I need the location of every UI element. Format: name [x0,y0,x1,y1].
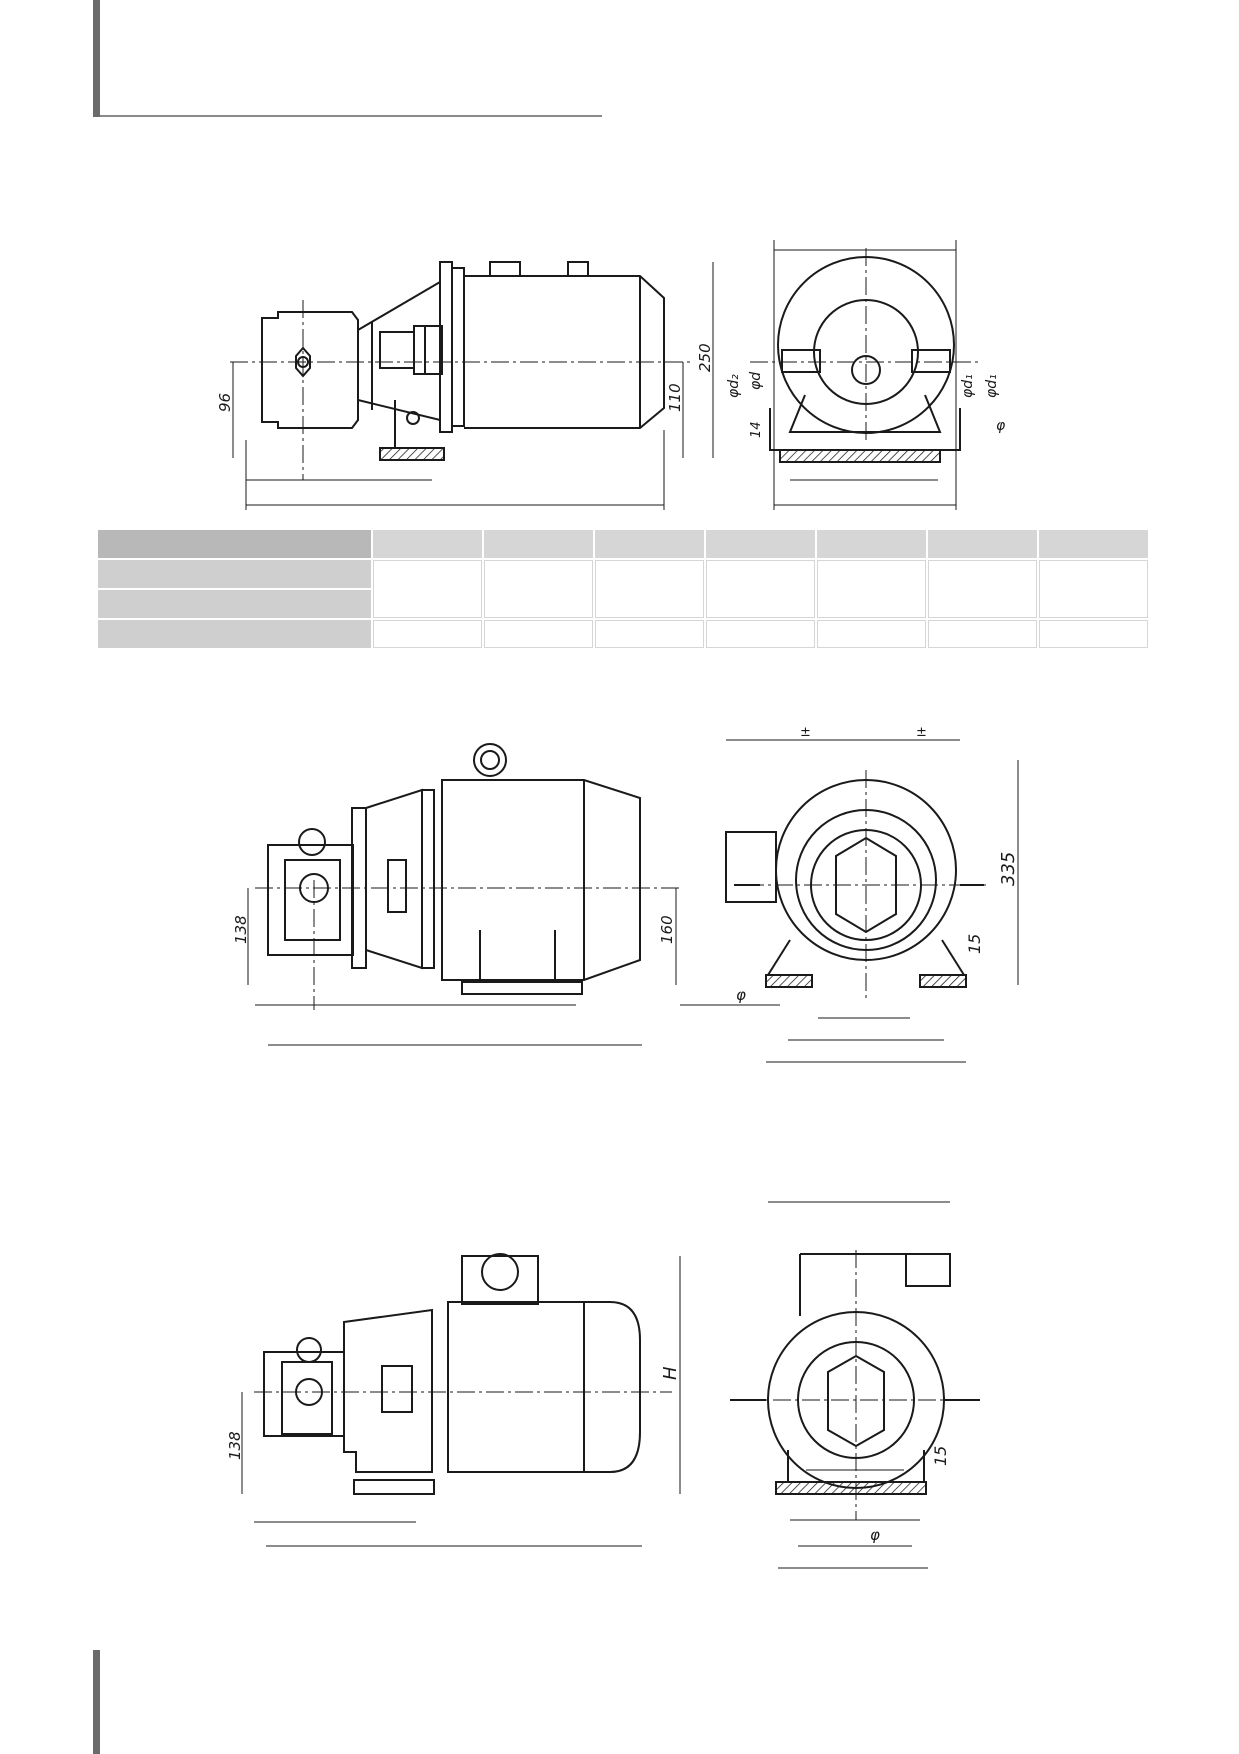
table-cell [706,560,815,618]
dim-15-a: 15 [965,934,984,954]
row-label [98,590,371,618]
pump-unit-1-side-view [230,261,714,510]
dim-plus-minus-right: ± [916,725,927,740]
table-header-cell [706,530,815,558]
dim-phi-front: φ [996,418,1006,434]
pump-unit-3-front-view [730,1201,980,1569]
table-header-cell [1039,530,1148,558]
table-cell [817,560,926,618]
dim-plus-minus-left: ± [800,725,811,740]
table-cell [1039,620,1148,648]
table-cell [928,620,1037,648]
dim-250: 250 [696,343,714,372]
dim-phi-a: φ [736,986,746,1004]
table-header-cell [373,530,482,558]
pump-unit-3-front-labels: 15 φ [870,1446,950,1544]
dim-96: 96 [216,393,234,412]
page-accent-bar-bottom [93,1650,100,1754]
pump-unit-2-front-labels: ± ± 335 15 φ [736,725,1019,1004]
dim-335: 335 [998,852,1019,886]
dim-14: 14 [749,421,764,438]
pump-unit-1-front-view [750,240,982,510]
dim-15-b: 15 [931,1446,950,1466]
table-cell [817,620,926,648]
table-row [98,560,1148,618]
row-label [98,560,371,588]
dim-phi-d1-a: φd₁ [960,374,976,398]
dim-H: H [660,1366,681,1380]
table-header-cell [484,530,593,558]
dim-phi-b: φ [870,1526,880,1544]
table-cell [484,560,593,618]
page-accent-bar-top [93,0,100,117]
table-cell [484,620,593,648]
table-cell [595,620,704,648]
table-cell [706,620,815,648]
row-label [98,620,371,648]
dim-phi-d2: φd₂ [726,374,742,398]
dim-phi-d1-b: φd₁ [984,374,1000,398]
pump-unit-2-dimension-labels: 138 160 [232,915,676,944]
pump-unit-2-side-view [247,743,680,1046]
table-cell [373,560,482,618]
table-cell [373,620,482,648]
pump-unit-3-dimension-labels: 138 H [226,1366,681,1460]
pump-unit-3-side-view [241,1253,681,1547]
table-header-cell [595,530,704,558]
table-cell [595,560,704,618]
table-cell [1039,560,1148,618]
table-row [98,590,1148,618]
table-row [98,620,1148,648]
pump-unit-1-front-labels: φd₂ φd φd₁ φd₁ 14 φ [726,372,1006,438]
table-cell [928,560,1037,618]
table-header-row [98,530,1148,558]
table-header-label [98,530,371,558]
pump-unit-1-dimension-labels: 96 110 250 [216,343,714,412]
dim-phi-d: φd [748,372,764,390]
table-header-cell [817,530,926,558]
table-header-cell [928,530,1037,558]
dim-138-b: 138 [226,1431,244,1460]
dim-138-a: 138 [232,915,250,944]
dim-110: 110 [666,383,684,412]
dim-160: 160 [658,915,676,944]
pump-unit-2-front-view [680,739,1019,1063]
specification-table [96,528,1150,650]
header-rule [100,115,602,117]
